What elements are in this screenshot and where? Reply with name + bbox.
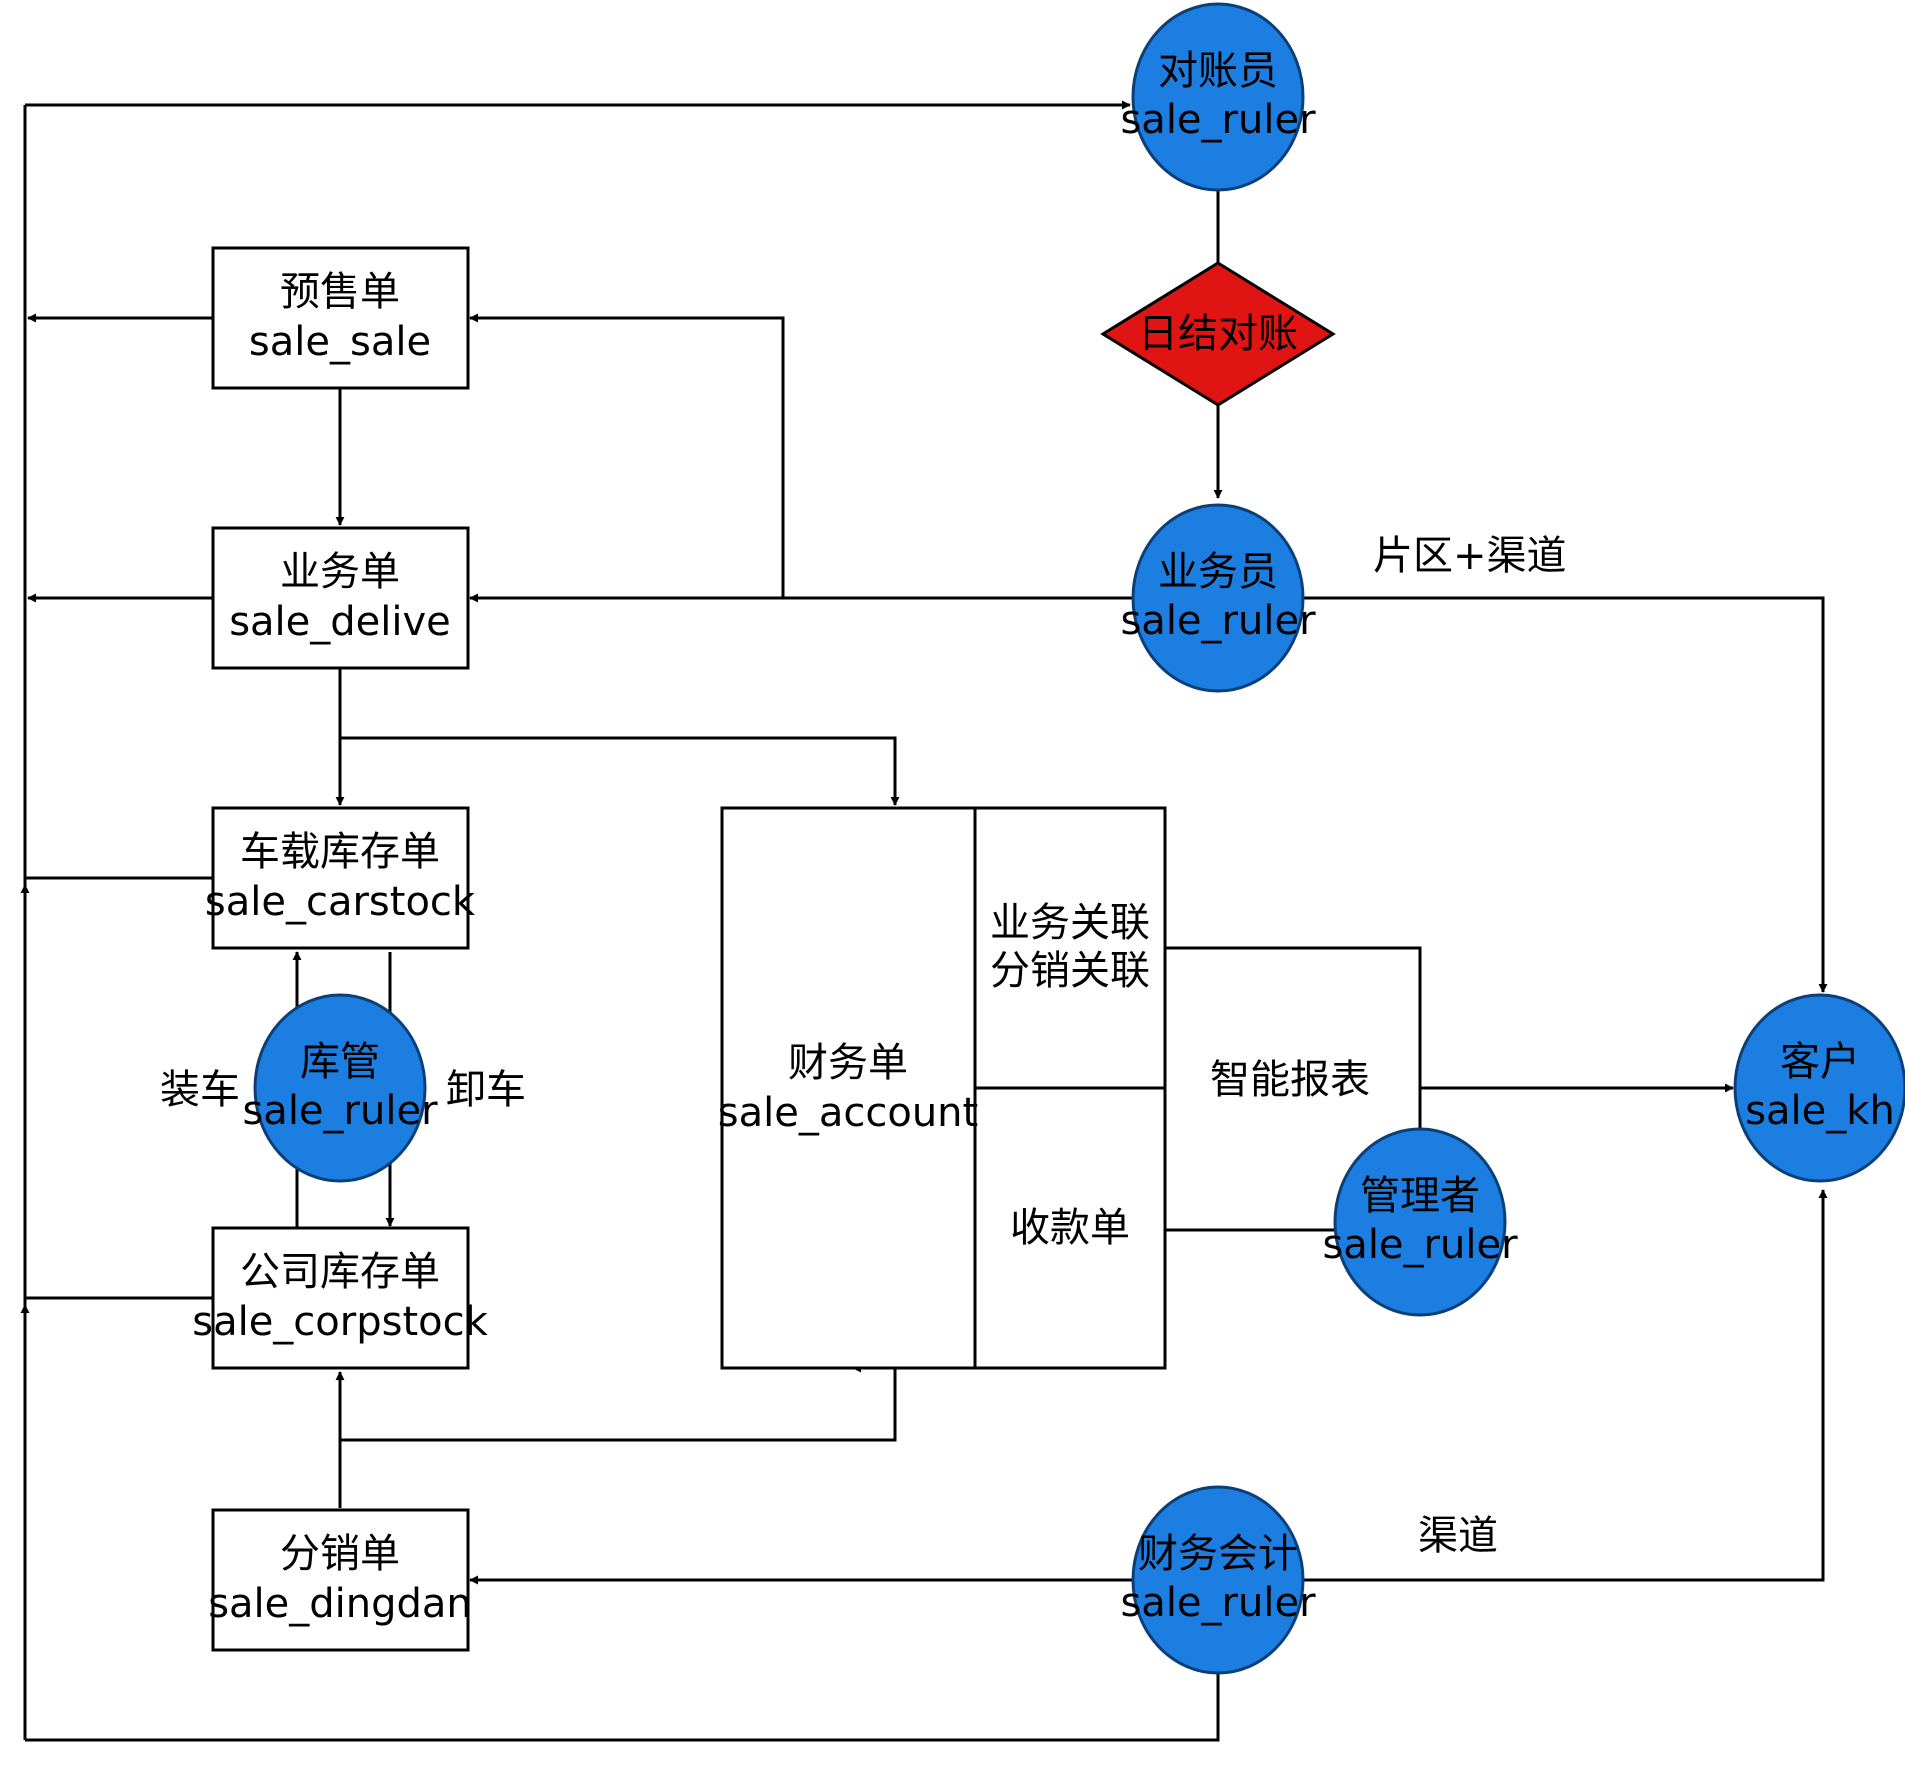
salesman-title: 业务员: [1158, 549, 1278, 595]
reconciler-code: sale_ruler: [1120, 97, 1316, 143]
warehouse-keeper-circle: [253, 993, 427, 1183]
presale-box: [211, 246, 470, 390]
accountant-circle: [1131, 1485, 1305, 1675]
presale-node: 预售单 sale_sale: [211, 246, 470, 390]
corpstock-title: 公司库存单: [240, 1249, 440, 1295]
warehouse-keeper-code: sale_ruler: [242, 1088, 438, 1134]
channel-label: 渠道: [1418, 1513, 1498, 1559]
daily-settlement-diamond: [1100, 261, 1336, 407]
daily-settlement-label: 日结对账: [1138, 311, 1298, 357]
unload-label: 卸车: [446, 1067, 526, 1113]
accountant-to-customer-arrow: [1303, 1189, 1828, 1582]
accountant-code: sale_ruler: [1120, 1580, 1316, 1626]
finance-node: 财务单 sale_account 业务关联 分销关联 收款单: [718, 806, 1167, 1370]
distribution-code: sale_dingdan: [208, 1581, 472, 1627]
salesman-code: sale_ruler: [1120, 598, 1316, 644]
presale-code: sale_sale: [249, 319, 431, 365]
manager-title: 管理者: [1360, 1173, 1480, 1219]
salesman-to-customer-arrow: [1303, 596, 1828, 993]
finance-link-line1: 业务关联: [990, 900, 1150, 946]
manager-circle: [1333, 1127, 1507, 1317]
daily-settlement-node: 日结对账: [1100, 261, 1336, 407]
finance-link-line2: 分销关联: [990, 948, 1150, 994]
customer-circle: [1733, 993, 1905, 1183]
customer-code: sale_kh: [1745, 1088, 1895, 1134]
corpstock-box: [211, 1226, 470, 1370]
distribution-title: 分销单: [280, 1531, 400, 1577]
corpstock-node: 公司库存单 sale_corpstock: [192, 1226, 489, 1370]
receipt-title: 收款单: [1010, 1205, 1130, 1251]
carstock-code: sale_carstock: [205, 879, 476, 925]
finance-code: sale_account: [718, 1090, 978, 1136]
warehouse-keeper-title: 库管: [300, 1039, 380, 1085]
manager-code: sale_ruler: [1322, 1222, 1518, 1268]
reconciler-title: 对账员: [1158, 48, 1278, 94]
area-channel-label: 片区+渠道: [1373, 533, 1567, 579]
manager-node: 管理者 sale_ruler: [1322, 1127, 1518, 1317]
customer-node: 客户 sale_kh: [1733, 993, 1905, 1183]
finance-title: 财务单: [788, 1040, 908, 1086]
salesman-node: 业务员 sale_ruler: [1120, 503, 1316, 693]
salesman-to-presale-arrow: [469, 313, 785, 598]
accountant-to-bus-line: [25, 1670, 1220, 1742]
accountant-node: 财务会计 sale_ruler: [1120, 1485, 1316, 1675]
business-box: [211, 526, 470, 670]
corpstock-code: sale_corpstock: [192, 1299, 488, 1345]
load-label: 装车: [160, 1067, 240, 1113]
carstock-title: 车载库存单: [240, 829, 440, 875]
presale-title: 预售单: [280, 269, 400, 315]
business-to-finance-arrow: [340, 736, 900, 806]
salesman-circle: [1131, 503, 1305, 693]
smart-report-label: 智能报表: [1210, 1057, 1370, 1103]
distribution-box: [211, 1508, 470, 1652]
business-title: 业务单: [280, 549, 400, 595]
business-node: 业务单 sale_delive: [211, 526, 470, 670]
accountant-title: 财务会计: [1138, 1531, 1298, 1577]
customer-title: 客户: [1780, 1039, 1860, 1085]
reconciler-node: 对账员 sale_ruler: [1120, 2, 1316, 192]
carstock-box: [211, 806, 470, 950]
warehouse-keeper-node: 库管 sale_ruler: [242, 993, 438, 1183]
finance-return-arrow: [340, 1363, 897, 1442]
carstock-node: 车载库存单 sale_carstock: [205, 806, 476, 950]
reconciler-circle: [1131, 2, 1305, 192]
distribution-node: 分销单 sale_dingdan: [208, 1508, 472, 1652]
business-code: sale_delive: [229, 599, 451, 645]
link-to-manager-line: [1165, 946, 1422, 1130]
